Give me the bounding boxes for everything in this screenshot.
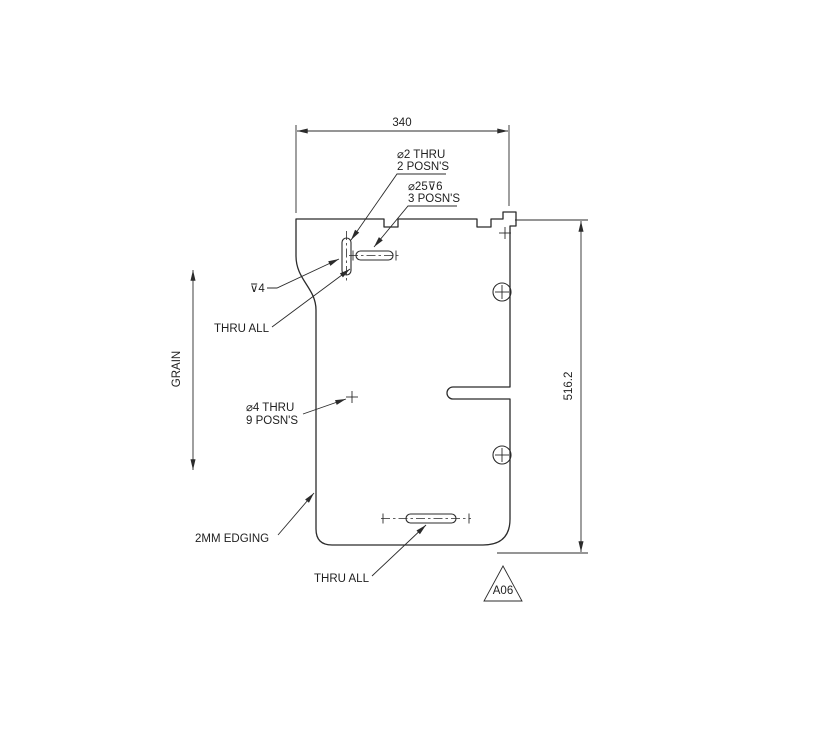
hole-circle-lower [492, 445, 512, 465]
leader-thru-all-top [271, 268, 351, 328]
annotation-group: ⌀2 THRU 2 POSN'S ⌀25⊽6 3 POSN'S ⊽4 THRU … [195, 149, 460, 585]
note-edging: 2MM EDGING [195, 533, 269, 545]
note-thru-all-top: THRU ALL [214, 323, 270, 335]
dim-height-label: 516.2 [563, 372, 575, 401]
feature-group [341, 227, 512, 524]
leader-thru-all-bottom [371, 524, 427, 577]
note-d25-line2: 3 POSN'S [408, 193, 460, 205]
note-d4-line2: 9 POSN'S [246, 415, 298, 427]
grain-label: GRAIN [171, 351, 183, 387]
note-d2-line2: 2 POSN'S [397, 161, 449, 173]
note-d2-line1: ⌀2 THRU [397, 149, 445, 161]
dim-width-label: 340 [392, 117, 411, 129]
flag-group: A06 [483, 565, 523, 602]
flag-triangle [483, 565, 523, 602]
slot-bottom [405, 513, 457, 524]
leader-d4 [302, 398, 347, 415]
leader-depth4 [267, 258, 340, 289]
leader-d2 [350, 173, 446, 241]
part-outline [295, 211, 517, 546]
flag-label: A06 [493, 585, 513, 597]
note-thru-all-bottom: THRU ALL [314, 573, 370, 585]
position-cross-top-right [499, 227, 511, 239]
dimension-group: 340 516.2 GRAIN [171, 117, 588, 554]
position-cross-d4 [346, 391, 358, 403]
note-depth4: ⊽4 [250, 283, 265, 295]
leader-edging [277, 492, 315, 536]
note-d25-line1: ⌀25⊽6 [408, 181, 443, 193]
note-d4-line1: ⌀4 THRU [246, 402, 294, 414]
hole-circle-upper [492, 282, 512, 302]
leader-d25 [373, 205, 457, 248]
